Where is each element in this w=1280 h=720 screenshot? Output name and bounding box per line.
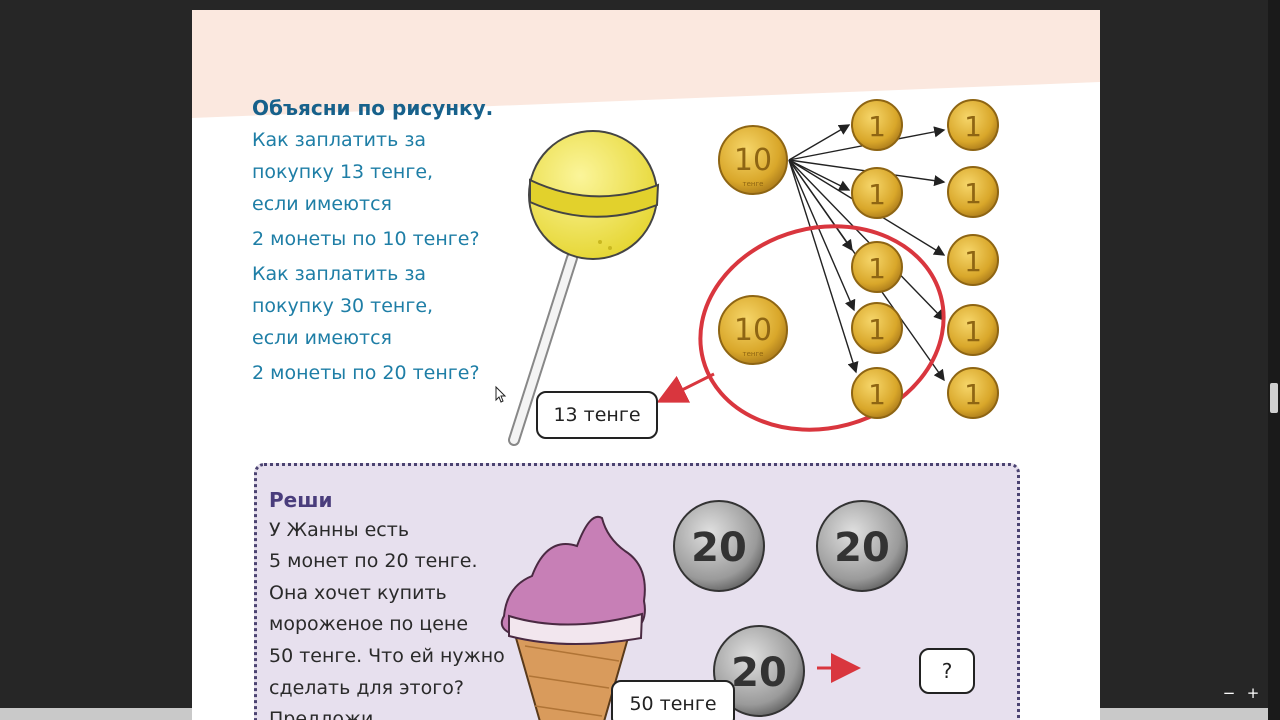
coin-10-circled: 10 тенге (718, 295, 788, 365)
svg-text:тенге: тенге (743, 180, 764, 188)
highlight-circle (698, 224, 946, 432)
svg-text:1: 1 (868, 110, 886, 143)
lesson-line-2: покупку 13 тенге, (252, 161, 434, 183)
svg-text:1: 1 (964, 110, 982, 143)
coin-1-right-1: 1 (947, 99, 999, 151)
svg-text:1: 1 (964, 378, 982, 411)
price-tag-50: 50 тенге (611, 680, 735, 720)
coin-20-1: 20 (673, 500, 765, 592)
lesson-line-1: Как заплатить за (252, 129, 427, 151)
red-arrow (656, 372, 715, 403)
lesson-line-8: 2 монеты по 20 тенге? (252, 362, 480, 384)
coin-1-left-3: 1 (851, 241, 903, 293)
coin-1-left-4: 1 (851, 302, 903, 354)
svg-text:10: 10 (734, 143, 772, 178)
zoom-in-button[interactable]: + (1246, 684, 1260, 702)
coin-1-right-5: 1 (947, 367, 999, 419)
zoom-out-button[interactable]: − (1222, 684, 1236, 702)
task-title: Реши (269, 488, 333, 512)
viewer-left-margin (0, 0, 192, 720)
coin-10-top: 10 тенге (718, 125, 788, 195)
svg-text:1: 1 (964, 315, 982, 348)
svg-text:1: 1 (964, 245, 982, 278)
textbook-page: Объясни по рисунку. Как заплатить за пок… (192, 10, 1100, 720)
task-line-5: 50 тенге. Что ей нужно (269, 645, 505, 667)
coin-1-right-4: 1 (947, 304, 999, 356)
coins-illustration: 10 тенге 10 тенге 1 1 1 1 1 (495, 99, 999, 446)
task-illustration: 20 20 20 (500, 500, 908, 720)
coin-1-right-3: 1 (947, 234, 999, 286)
svg-text:10: 10 (734, 313, 772, 348)
svg-text:20: 20 (691, 525, 747, 571)
task-line-1: У Жанны есть (269, 519, 410, 541)
lesson-line-4: 2 монеты по 10 тенге? (252, 228, 480, 250)
svg-text:тенге: тенге (743, 350, 764, 358)
svg-text:1: 1 (868, 313, 886, 346)
vertical-scroll-thumb[interactable] (1270, 383, 1278, 413)
coin-1-left-5: 1 (851, 367, 903, 419)
coin-1-left-2: 1 (851, 167, 903, 219)
lesson-line-5: Как заплатить за (252, 263, 427, 285)
question-box: ? (919, 648, 975, 694)
vertical-scrollbar[interactable] (1268, 0, 1280, 720)
price-tag-13: 13 тенге (536, 391, 658, 439)
task-line-7: Предложи... (269, 708, 392, 720)
task-box: 20 20 20 Реши У Жанны есть 5 монет по 20… (254, 463, 1020, 720)
exchange-arrows (788, 124, 946, 382)
svg-text:20: 20 (731, 650, 787, 696)
task-line-3: Она хочет купить (269, 582, 447, 604)
coin-1-left-1: 1 (851, 99, 903, 151)
svg-text:1: 1 (868, 252, 886, 285)
viewer-right-margin (1100, 0, 1268, 720)
task-line-6: сделать для этого? (269, 677, 464, 699)
coin-20-3: 20 (713, 625, 805, 717)
viewer-top-bar (0, 0, 1280, 10)
svg-text:1: 1 (868, 378, 886, 411)
coin-1-right-2: 1 (947, 166, 999, 218)
lesson-heading: Объясни по рисунку. (252, 96, 494, 120)
svg-text:1: 1 (868, 178, 886, 211)
coin-20-2: 20 (816, 500, 908, 592)
ice-cream-image (500, 515, 646, 720)
task-line-4: мороженое по цене (269, 613, 469, 635)
svg-text:20: 20 (834, 525, 890, 571)
task-line-2: 5 монет по 20 тенге. (269, 550, 478, 572)
mouse-cursor-icon (495, 385, 507, 403)
page-header-band (192, 10, 1100, 118)
lollipop-image (508, 130, 660, 446)
lesson-line-3: если имеются (252, 193, 392, 215)
lesson-line-7: если имеются (252, 327, 392, 349)
lesson-line-6: покупку 30 тенге, (252, 295, 434, 317)
svg-text:1: 1 (964, 177, 982, 210)
